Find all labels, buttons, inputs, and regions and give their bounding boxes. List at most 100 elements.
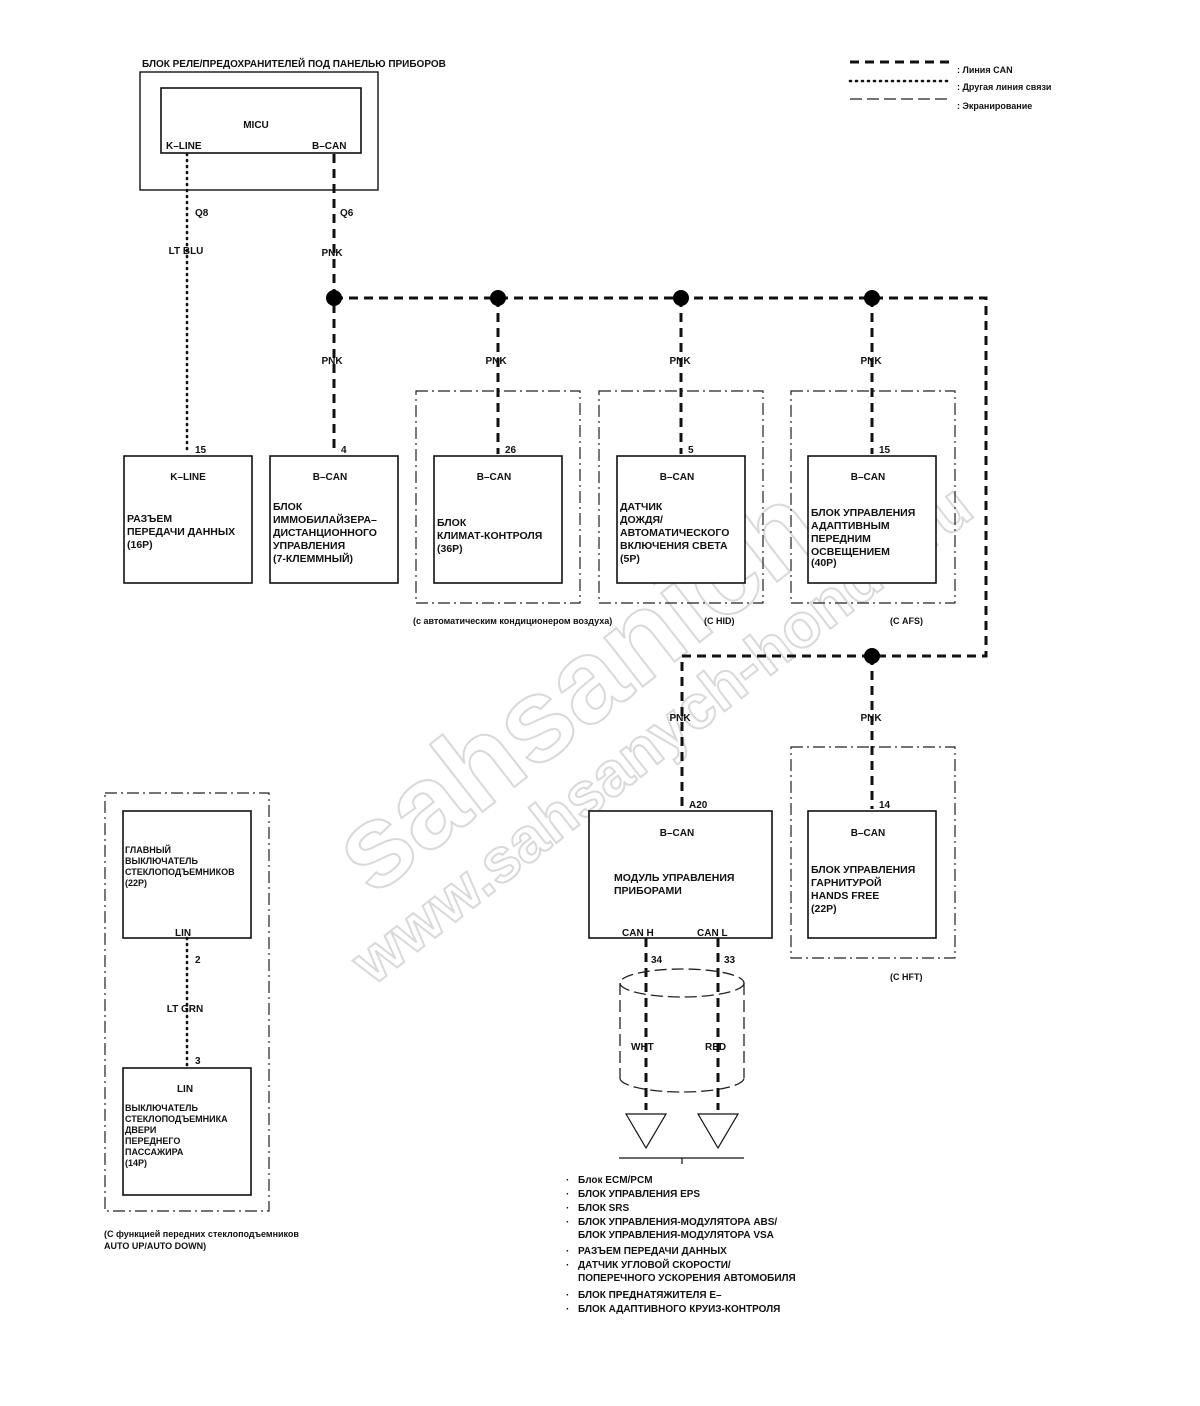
rain-pin: 5 bbox=[688, 445, 694, 456]
passenger-switch-label-2: СТЕКЛОПОДЪЕМНИКА bbox=[125, 1114, 228, 1124]
immo-box bbox=[269, 455, 399, 584]
passenger-switch-label-1: ВЫКЛЮЧАТЕЛЬ bbox=[125, 1103, 198, 1113]
fcan-list-item-8-text: БЛОК АДАПТИВНОГО КРУИЗ-КОНТРОЛЯ bbox=[578, 1304, 780, 1315]
can-h-arrow-icon bbox=[624, 1113, 668, 1150]
window-option-note-1: (С функцией передних стеклоподъемников bbox=[104, 1229, 299, 1239]
immo-label-5: (7-КЛЕММНЫЙ) bbox=[273, 552, 353, 565]
passenger-switch-label-4: ПЕРЕДНЕГО bbox=[125, 1136, 180, 1146]
climate-label-1: БЛОК bbox=[437, 517, 467, 529]
wire-color-pnk-afs: PNK bbox=[860, 356, 882, 367]
afs-box bbox=[807, 455, 937, 584]
gauge-module: A20 B–CAN МОДУЛЬ УПРАВЛЕНИЯ ПРИБОРАМИ CA… bbox=[588, 800, 773, 939]
fuse-box-outline bbox=[139, 71, 379, 191]
gauge-pin: A20 bbox=[689, 800, 708, 811]
fcan-list-item-6: · bbox=[566, 1260, 569, 1271]
lin-pin-3: 3 bbox=[195, 1056, 201, 1067]
gauge-box bbox=[588, 810, 773, 939]
passenger-switch-label-3: ДВЕРИ bbox=[125, 1125, 156, 1135]
rain-label-2: ДОЖДЯ/ bbox=[620, 514, 663, 526]
immo-label-2: ИММОБИЛАЙЗЕРА– bbox=[273, 513, 377, 526]
immo-label-1: БЛОК bbox=[273, 501, 303, 513]
kline-pin-q8: Q8 bbox=[195, 208, 209, 219]
climate-pin: 26 bbox=[505, 445, 517, 456]
hft-box bbox=[807, 810, 937, 939]
climate-header: B–CAN bbox=[477, 472, 511, 483]
micu-box bbox=[160, 87, 362, 154]
shield-bottom bbox=[619, 1077, 745, 1093]
dlc-label-2: ПЕРЕДАЧИ ДАННЫХ bbox=[127, 526, 235, 538]
afs-label-3: ПЕРЕДНИМ bbox=[811, 533, 871, 545]
master-switch-lin-label: LIN bbox=[175, 928, 191, 939]
fcan-list-item-6-text: ДАТЧИК УГЛОВОЙ СКОРОСТИ/ bbox=[578, 1258, 731, 1271]
fcan-shielded-pair: 34 33 WHT RED bbox=[619, 938, 745, 1164]
can-l-pin: 33 bbox=[724, 955, 736, 966]
hft-label-1: БЛОК УПРАВЛЕНИЯ bbox=[811, 864, 915, 876]
fcan-list-item-4-text: БЛОК УПРАВЛЕНИЯ-МОДУЛЯТОРА ABS/ bbox=[578, 1217, 777, 1228]
rain-header: B–CAN bbox=[660, 472, 694, 483]
climate-label-3: (36P) bbox=[437, 543, 463, 555]
wire-color-pnk-rain: PNK bbox=[669, 356, 691, 367]
immo-pin: 4 bbox=[341, 445, 347, 456]
fcan-list-item-8: · bbox=[566, 1304, 569, 1315]
fcan-list-item-7: · bbox=[566, 1290, 569, 1301]
rain-label-1: ДАТЧИК bbox=[620, 501, 663, 513]
splice-node-2 bbox=[490, 290, 506, 306]
fcan-list-item-4-text-cont: БЛОК УПРАВЛЕНИЯ-МОДУЛЯТОРА VSA bbox=[578, 1230, 774, 1241]
fcan-member-list: · Блок ECM/PCM · БЛОК УПРАВЛЕНИЯ EPS · Б… bbox=[566, 1175, 796, 1315]
legend: : Линия CAN : Другая линия связи : Экран… bbox=[848, 60, 1051, 111]
gauge-canl-label: CAN L bbox=[697, 928, 728, 939]
splice-node-5 bbox=[864, 648, 880, 664]
window-option-frame bbox=[104, 792, 270, 1212]
afs-pin: 15 bbox=[879, 445, 891, 456]
master-switch-label-4: (22P) bbox=[125, 878, 147, 888]
fcan-list-item-7-text: БЛОК ПРЕДНАТЯЖИТЕЛЯ E– bbox=[578, 1290, 722, 1301]
immobilizer-module: 4 B–CAN БЛОК ИММОБИЛАЙЗЕРА– ДИСТАНЦИОННО… bbox=[269, 445, 399, 584]
rain-box bbox=[616, 455, 746, 584]
master-switch-label-2: ВЫКЛЮЧАТЕЛЬ bbox=[125, 856, 198, 866]
immo-label-4: УПРАВЛЕНИЯ bbox=[273, 540, 345, 552]
climate-option-note: (с автоматическим кондиционером воздуха) bbox=[413, 616, 612, 626]
master-switch-label-1: ГЛАВНЫЙ bbox=[125, 844, 171, 855]
wire-color-pnk-immo: PNK bbox=[321, 356, 343, 367]
can-bus-horizontal bbox=[334, 296, 988, 809]
immo-header: B–CAN bbox=[313, 472, 347, 483]
dlc-label-1: РАЗЪЕМ bbox=[127, 513, 172, 525]
hft-label-4: (22P) bbox=[811, 903, 837, 915]
afs-header: B–CAN bbox=[851, 472, 885, 483]
afs-label-4: ОСВЕЩЕНИЕМ bbox=[811, 546, 890, 558]
fcan-list-item-3: · bbox=[566, 1203, 569, 1214]
immo-label-3: ДИСТАНЦИОННОГО bbox=[273, 527, 377, 539]
micu-label: MICU bbox=[243, 120, 269, 131]
rain-option-note: (С HID) bbox=[704, 616, 735, 626]
rain-label-3: АВТОМАТИЧЕСКОГО bbox=[620, 527, 729, 539]
can-l-arrow-icon bbox=[696, 1113, 740, 1150]
fcan-list-item-1-text: Блок ECM/PCM bbox=[578, 1175, 653, 1186]
afs-label-5: (40P) bbox=[811, 557, 837, 569]
hft-pin: 14 bbox=[879, 800, 891, 811]
passenger-switch-box bbox=[122, 1067, 252, 1196]
afs-label-1: БЛОК УПРАВЛЕНИЯ bbox=[811, 507, 915, 519]
gauge-label-2: ПРИБОРАМИ bbox=[614, 885, 682, 897]
micu-kline-label: K–LINE bbox=[166, 141, 202, 152]
legend-can-line-label: : Линия CAN bbox=[957, 65, 1013, 75]
hft-module: 14 B–CAN БЛОК УПРАВЛЕНИЯ ГАРНИТУРОЙ HAND… bbox=[807, 800, 937, 982]
bcan-pin-q6: Q6 bbox=[340, 208, 354, 219]
hft-option-frame bbox=[790, 746, 956, 959]
passenger-switch-label-6: (14P) bbox=[125, 1158, 147, 1168]
afs-option-note: (С AFS) bbox=[890, 616, 923, 626]
hft-label-2: ГАРНИТУРОЙ bbox=[811, 876, 882, 889]
climate-label-2: КЛИМАТ-КОНТРОЛЯ bbox=[437, 530, 542, 542]
dlc-module: 15 K–LINE РАЗЪЕМ ПЕРЕДАЧИ ДАННЫХ (16P) bbox=[123, 445, 253, 584]
hft-header: B–CAN bbox=[851, 828, 885, 839]
dlc-header: K–LINE bbox=[170, 472, 206, 483]
dlc-box bbox=[123, 455, 253, 584]
fcan-list-item-5-text: РАЗЪЕМ ПЕРЕДАЧИ ДАННЫХ bbox=[578, 1246, 727, 1257]
rain-option-frame bbox=[598, 390, 764, 604]
micu-bcan-label: B–CAN bbox=[312, 141, 346, 152]
can-h-wire-color: WHT bbox=[631, 1042, 654, 1053]
afs-option-frame bbox=[790, 390, 956, 604]
climate-module: 26 B–CAN БЛОК КЛИМАТ-КОНТРОЛЯ (36P) (с а… bbox=[413, 445, 612, 626]
window-option-note-2: AUTO UP/AUTO DOWN) bbox=[104, 1241, 206, 1251]
rain-sensor-module: 5 B–CAN ДАТЧИК ДОЖДЯ/ АВТОМАТИЧЕСКОГО ВК… bbox=[616, 445, 746, 626]
bcan-wire-color-top: PNK bbox=[321, 248, 343, 259]
